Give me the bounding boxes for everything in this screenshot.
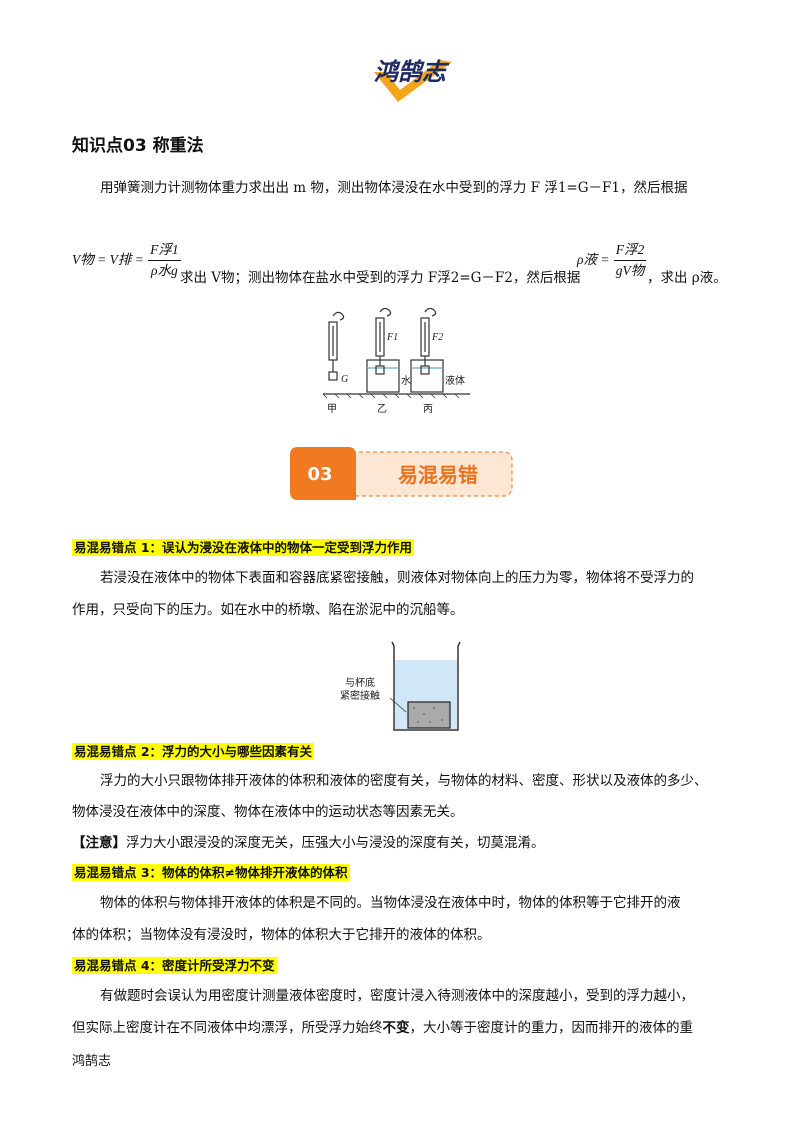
logo-check-icon <box>374 60 452 102</box>
point-2-body-1: 浮力的大小只跟物体排开液体的体积和液体的密度有关，与物体的材料、密度、形状以及液… <box>100 773 708 789</box>
point-3-body-1: 物体的体积与物体排开液体的体积是不同的。当物体浸没在液体中时，物体的体积等于它排… <box>100 895 681 911</box>
footer-text: 鸿鹄志 <box>72 1054 112 1069</box>
banner-title: 易混易错 <box>398 463 478 487</box>
label-g: G <box>341 374 348 385</box>
formula-1: V物 = V排 = F浮1 ρ水g <box>72 240 181 281</box>
formula-2-numerator: F浮2 <box>613 240 647 261</box>
point-4-title: 易混易错点 4：密度计所受浮力不变 <box>72 957 277 974</box>
beaker-label-1: 与杯底 <box>345 676 375 689</box>
beaker-label-2: 紧密接触 <box>340 689 380 702</box>
beaker-figure: 与杯底 紧密接触 <box>340 641 461 731</box>
label-liquid: 液体 <box>445 374 465 387</box>
point-4-body-2: 但实际上密度计在不同液体中均漂浮，所受浮力始终不变，大小等于密度计的重力，因而排… <box>72 1020 693 1036</box>
formula-2-denominator: gV物 <box>615 263 645 278</box>
point-1-body-2: 作用，只受向下的压力。如在水中的桥墩、陷在淤泥中的沉船等。 <box>72 602 464 618</box>
label-jia: 甲 <box>327 404 337 415</box>
label-yi: 乙 <box>377 403 387 415</box>
logo-text: 鸿鹄志 <box>374 58 450 86</box>
point-3-body-2: 体的体积；当物体没有浸没时，物体的体积大于它排开的液体的体积。 <box>72 927 491 943</box>
formula-2-lhs: ρ液 = <box>577 252 610 267</box>
hand-icon-jia <box>332 311 345 321</box>
point-4-body-1: 有做题时会误认为用密度计测量液体密度时，密度计浸入待测液体中的深度越小，受到的浮… <box>100 988 694 1004</box>
label-bing: 丙 <box>423 404 433 415</box>
logo: 鸿鹄志 <box>374 58 452 102</box>
point-2-title: 易混易错点 2：浮力的大小与哪些因素有关 <box>72 743 315 760</box>
label-water: 水 <box>401 375 411 387</box>
point-1-title: 易混易错点 1：误认为浸没在液体中的物体一定受到浮力作用 <box>72 539 415 556</box>
intro-line-2-end: ，求出 ρ液。 <box>647 270 727 286</box>
hand-icon-bing <box>424 308 437 317</box>
note-label: 【注意】 <box>72 835 126 851</box>
point-2-note: 【注意】浮力大小跟浸没的深度无关，压强大小与浸没的深度有关，切莫混淆。 <box>72 833 545 853</box>
point-1-body-1: 若浸没在液体中的物体下表面和容器底紧密接触，则液体对物体向上的压力为零，物体将不… <box>100 570 694 586</box>
formula-2: ρ液 = F浮2 gV物 <box>577 240 647 281</box>
label-f1: F1 <box>386 332 398 343</box>
formula-1-lhs: V物 = V排 = <box>72 252 144 267</box>
formula-1-fraction: F浮1 ρ水g <box>148 240 181 281</box>
point-2-body-2: 物体浸没在液体中的深度、物体在液体中的运动状态等因素无关。 <box>72 804 464 820</box>
intro-line-2: 求出 V物；测出物体在盐水中受到的浮力 F浮2=G－F2，然后根据 <box>180 270 581 286</box>
emphasis-unchanged: 不变 <box>382 1020 410 1036</box>
label-f2: F2 <box>431 332 443 343</box>
formula-1-denominator: ρ水g <box>151 263 178 278</box>
note-text: 浮力大小跟浸没的深度无关，压强大小与浸没的深度有关，切莫混淆。 <box>126 835 545 851</box>
intro-line-1: 用弹簧测力计测物体重力求出出 m 物，测出物体浸没在水中受到的浮力 F 浮1=G… <box>100 180 688 196</box>
spring-scale-figure: G F1 F2 水 液体 甲 乙 丙 <box>322 308 470 415</box>
section-banner: 03 易混易错 <box>290 447 513 500</box>
banner-number: 03 <box>307 464 332 485</box>
formula-1-numerator: F浮1 <box>148 240 181 261</box>
formula-2-fraction: F浮2 gV物 <box>613 240 647 281</box>
hand-icon-yi <box>379 308 392 317</box>
point-3-title: 易混易错点 3：物体的体积≠物体排开液体的体积 <box>72 864 350 881</box>
section-heading: 知识点03 称重法 <box>72 136 204 156</box>
